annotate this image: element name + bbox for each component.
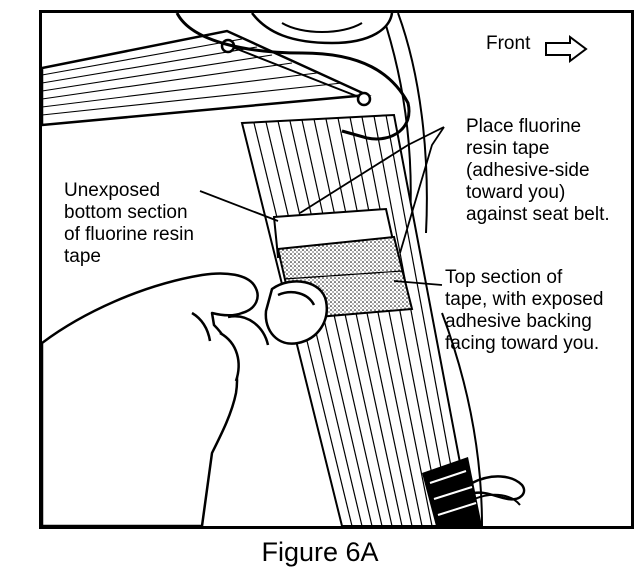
right-arrow-icon <box>545 35 588 63</box>
binder-clip <box>422 457 526 526</box>
leader-lines <box>199 126 445 286</box>
top-section-label: Top section of tape, with exposed adhesi… <box>445 267 604 354</box>
illustration <box>42 13 588 526</box>
belt-guide-bracket <box>175 13 411 141</box>
front-label: Front <box>486 33 531 54</box>
upper-strap <box>42 29 372 127</box>
seat-back-outline <box>381 13 483 526</box>
hand <box>42 272 329 526</box>
place-tape-label: Place fluorine resin tape (adhesive-side… <box>466 116 610 225</box>
unexposed-section-label: Unexposed bottom section of fluorine res… <box>64 180 194 267</box>
figure-frame: Front Place fluorine resin tape (adhesiv… <box>39 10 634 529</box>
figure-caption: Figure 6A <box>261 537 379 567</box>
